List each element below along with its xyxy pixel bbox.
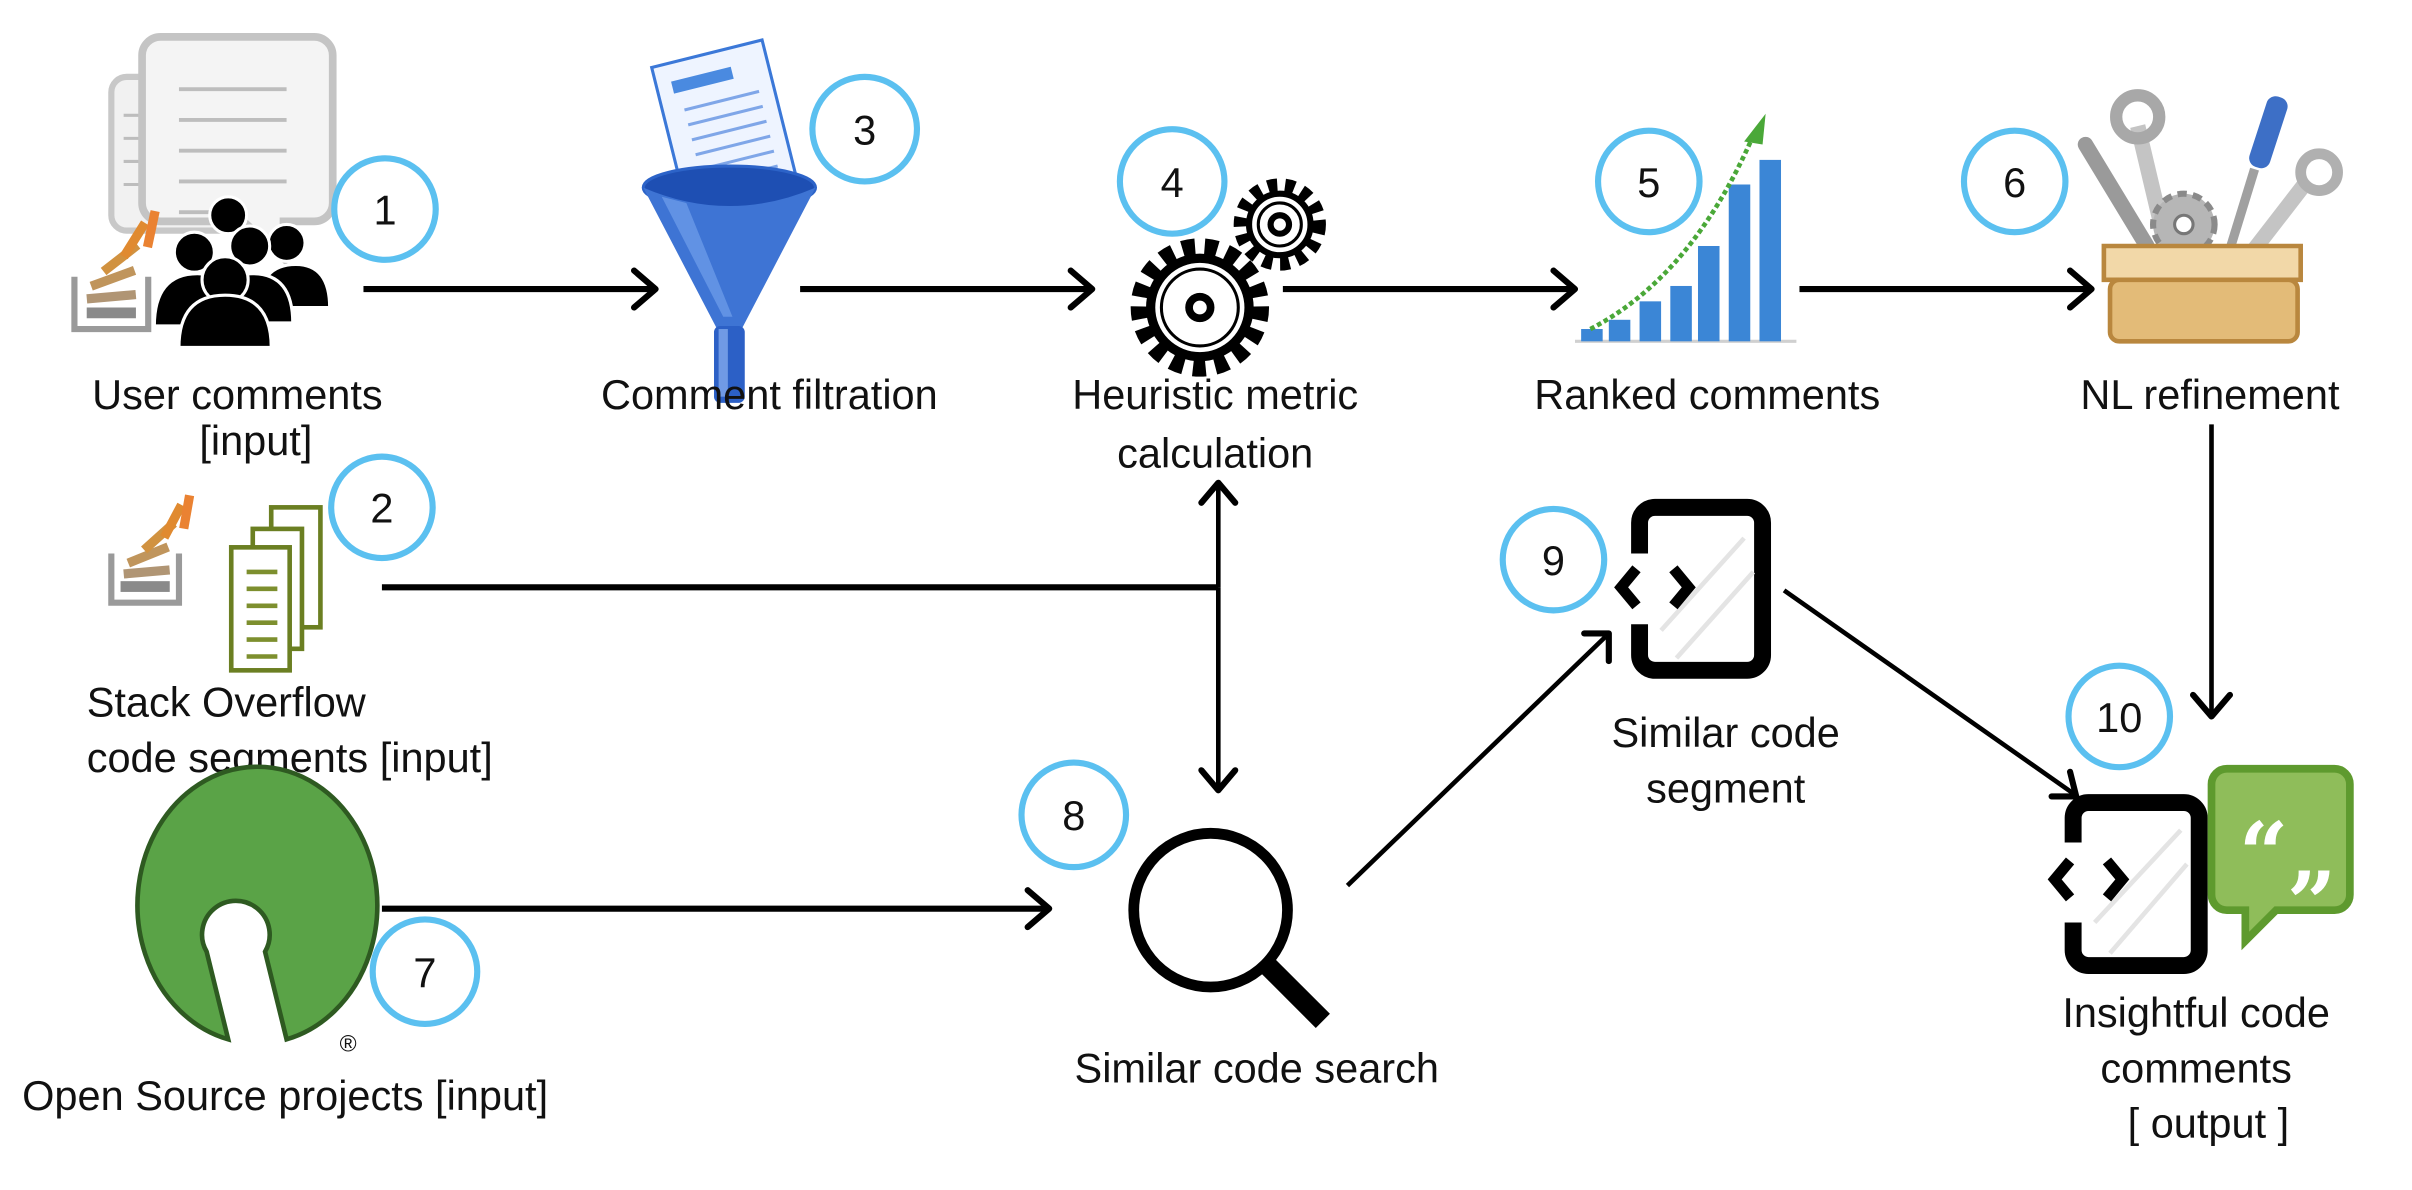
node-label-extra: segment bbox=[1646, 765, 1806, 812]
badge-4: 4 bbox=[1116, 126, 1228, 237]
bar-chart-icon bbox=[1574, 113, 1797, 343]
funnel-icon bbox=[641, 38, 818, 403]
edge-6-10 bbox=[2189, 424, 2234, 720]
badge-number: 7 bbox=[413, 949, 436, 996]
badge-number: 4 bbox=[1161, 159, 1184, 206]
node-insightful-code-comments: “„ 10 Insightful code comments [ output … bbox=[2047, 662, 2354, 1147]
node-label: Similar code bbox=[1611, 709, 1839, 756]
badge-3: 3 bbox=[809, 73, 921, 185]
code-file-icon bbox=[1614, 498, 1772, 679]
node-heuristic-metric: 4 Heuristic metric calculation bbox=[1072, 126, 1358, 476]
node-label: Insightful code bbox=[2062, 989, 2330, 1036]
stack-overflow-logo-icon bbox=[108, 494, 195, 606]
badge-6: 6 bbox=[1960, 127, 2069, 236]
node-user-comments: 1 User comments [input] bbox=[71, 33, 439, 464]
node-label: Similar code search bbox=[1075, 1044, 1439, 1091]
node-label: Open Source projects [input] bbox=[22, 1072, 548, 1119]
edge-9-10 bbox=[1782, 588, 2080, 800]
code-file-quote-icon: “„ bbox=[2047, 764, 2354, 974]
edge-junction-4 bbox=[1198, 479, 1239, 588]
edges bbox=[363, 267, 2234, 931]
quote-bubble-icon: “„ bbox=[2207, 764, 2354, 951]
edge-3-4 bbox=[800, 267, 1096, 311]
badge-number: 10 bbox=[2096, 694, 2142, 741]
badge-7: 7 bbox=[369, 916, 481, 1028]
stack-overflow-logo-icon bbox=[71, 210, 160, 333]
node-label: Ranked comments bbox=[1534, 371, 1880, 418]
node-label: comments bbox=[2100, 1044, 2291, 1091]
edge-7-8 bbox=[381, 887, 1053, 931]
node-label: calculation bbox=[1117, 429, 1313, 476]
node-similar-code-search: 8 Similar code search bbox=[1018, 759, 1439, 1091]
node-similar-code-segment: 9 Similar code bbox=[1499, 498, 1840, 756]
node-stack-overflow-code: 2 Stack Overflow code segments [input] bbox=[87, 453, 493, 781]
node-label: Comment filtration bbox=[601, 371, 938, 418]
badge-10: 10 bbox=[2065, 662, 2174, 771]
edge-1-3 bbox=[363, 267, 659, 311]
badge-number: 2 bbox=[370, 485, 393, 532]
node-ranked-comments: 5 Ranked comments bbox=[1534, 113, 1880, 418]
quote-glyph: “„ bbox=[2239, 804, 2338, 905]
stack-overflow-documents-icon bbox=[108, 494, 323, 673]
edge-5-6 bbox=[1799, 267, 2095, 311]
edge-junction-8 bbox=[1198, 587, 1239, 794]
node-open-source-projects: ® 7 Open Source projects [input] bbox=[22, 764, 548, 1119]
badge-number: 8 bbox=[1062, 792, 1085, 839]
node-label: NL refinement bbox=[2080, 371, 2340, 418]
node-label: Stack Overflow bbox=[87, 678, 367, 725]
badge-number: 5 bbox=[1637, 159, 1660, 206]
badge-number: 6 bbox=[2003, 159, 2026, 206]
badge-number: 9 bbox=[1542, 537, 1565, 584]
node-nl-refinement: 6 NL refinement bbox=[1960, 89, 2343, 418]
gears-icon bbox=[1130, 178, 1326, 377]
node-comment-filtration: 3 Comment filtration bbox=[601, 38, 938, 418]
badge-number: 1 bbox=[373, 186, 396, 233]
magnifier-icon bbox=[1128, 827, 1330, 1028]
open-source-icon: ® bbox=[135, 764, 380, 1057]
node-label: [ output ] bbox=[2128, 1100, 2290, 1147]
node-label: User comments bbox=[92, 371, 383, 418]
badge-1: 1 bbox=[331, 155, 439, 263]
badge-9: 9 bbox=[1499, 505, 1608, 614]
toolbox-icon bbox=[2077, 89, 2343, 344]
user-comments-icon bbox=[71, 33, 337, 350]
badge-number: 3 bbox=[853, 107, 876, 154]
badge-8: 8 bbox=[1018, 759, 1130, 871]
registered-mark: ® bbox=[340, 1031, 357, 1057]
node-label: [input] bbox=[199, 417, 312, 464]
node-label: Heuristic metric bbox=[1072, 371, 1358, 418]
edge-8-9 bbox=[1345, 630, 1612, 888]
badge-5: 5 bbox=[1594, 127, 1703, 236]
edge-4-5 bbox=[1282, 267, 1579, 311]
badge-2: 2 bbox=[328, 453, 436, 562]
